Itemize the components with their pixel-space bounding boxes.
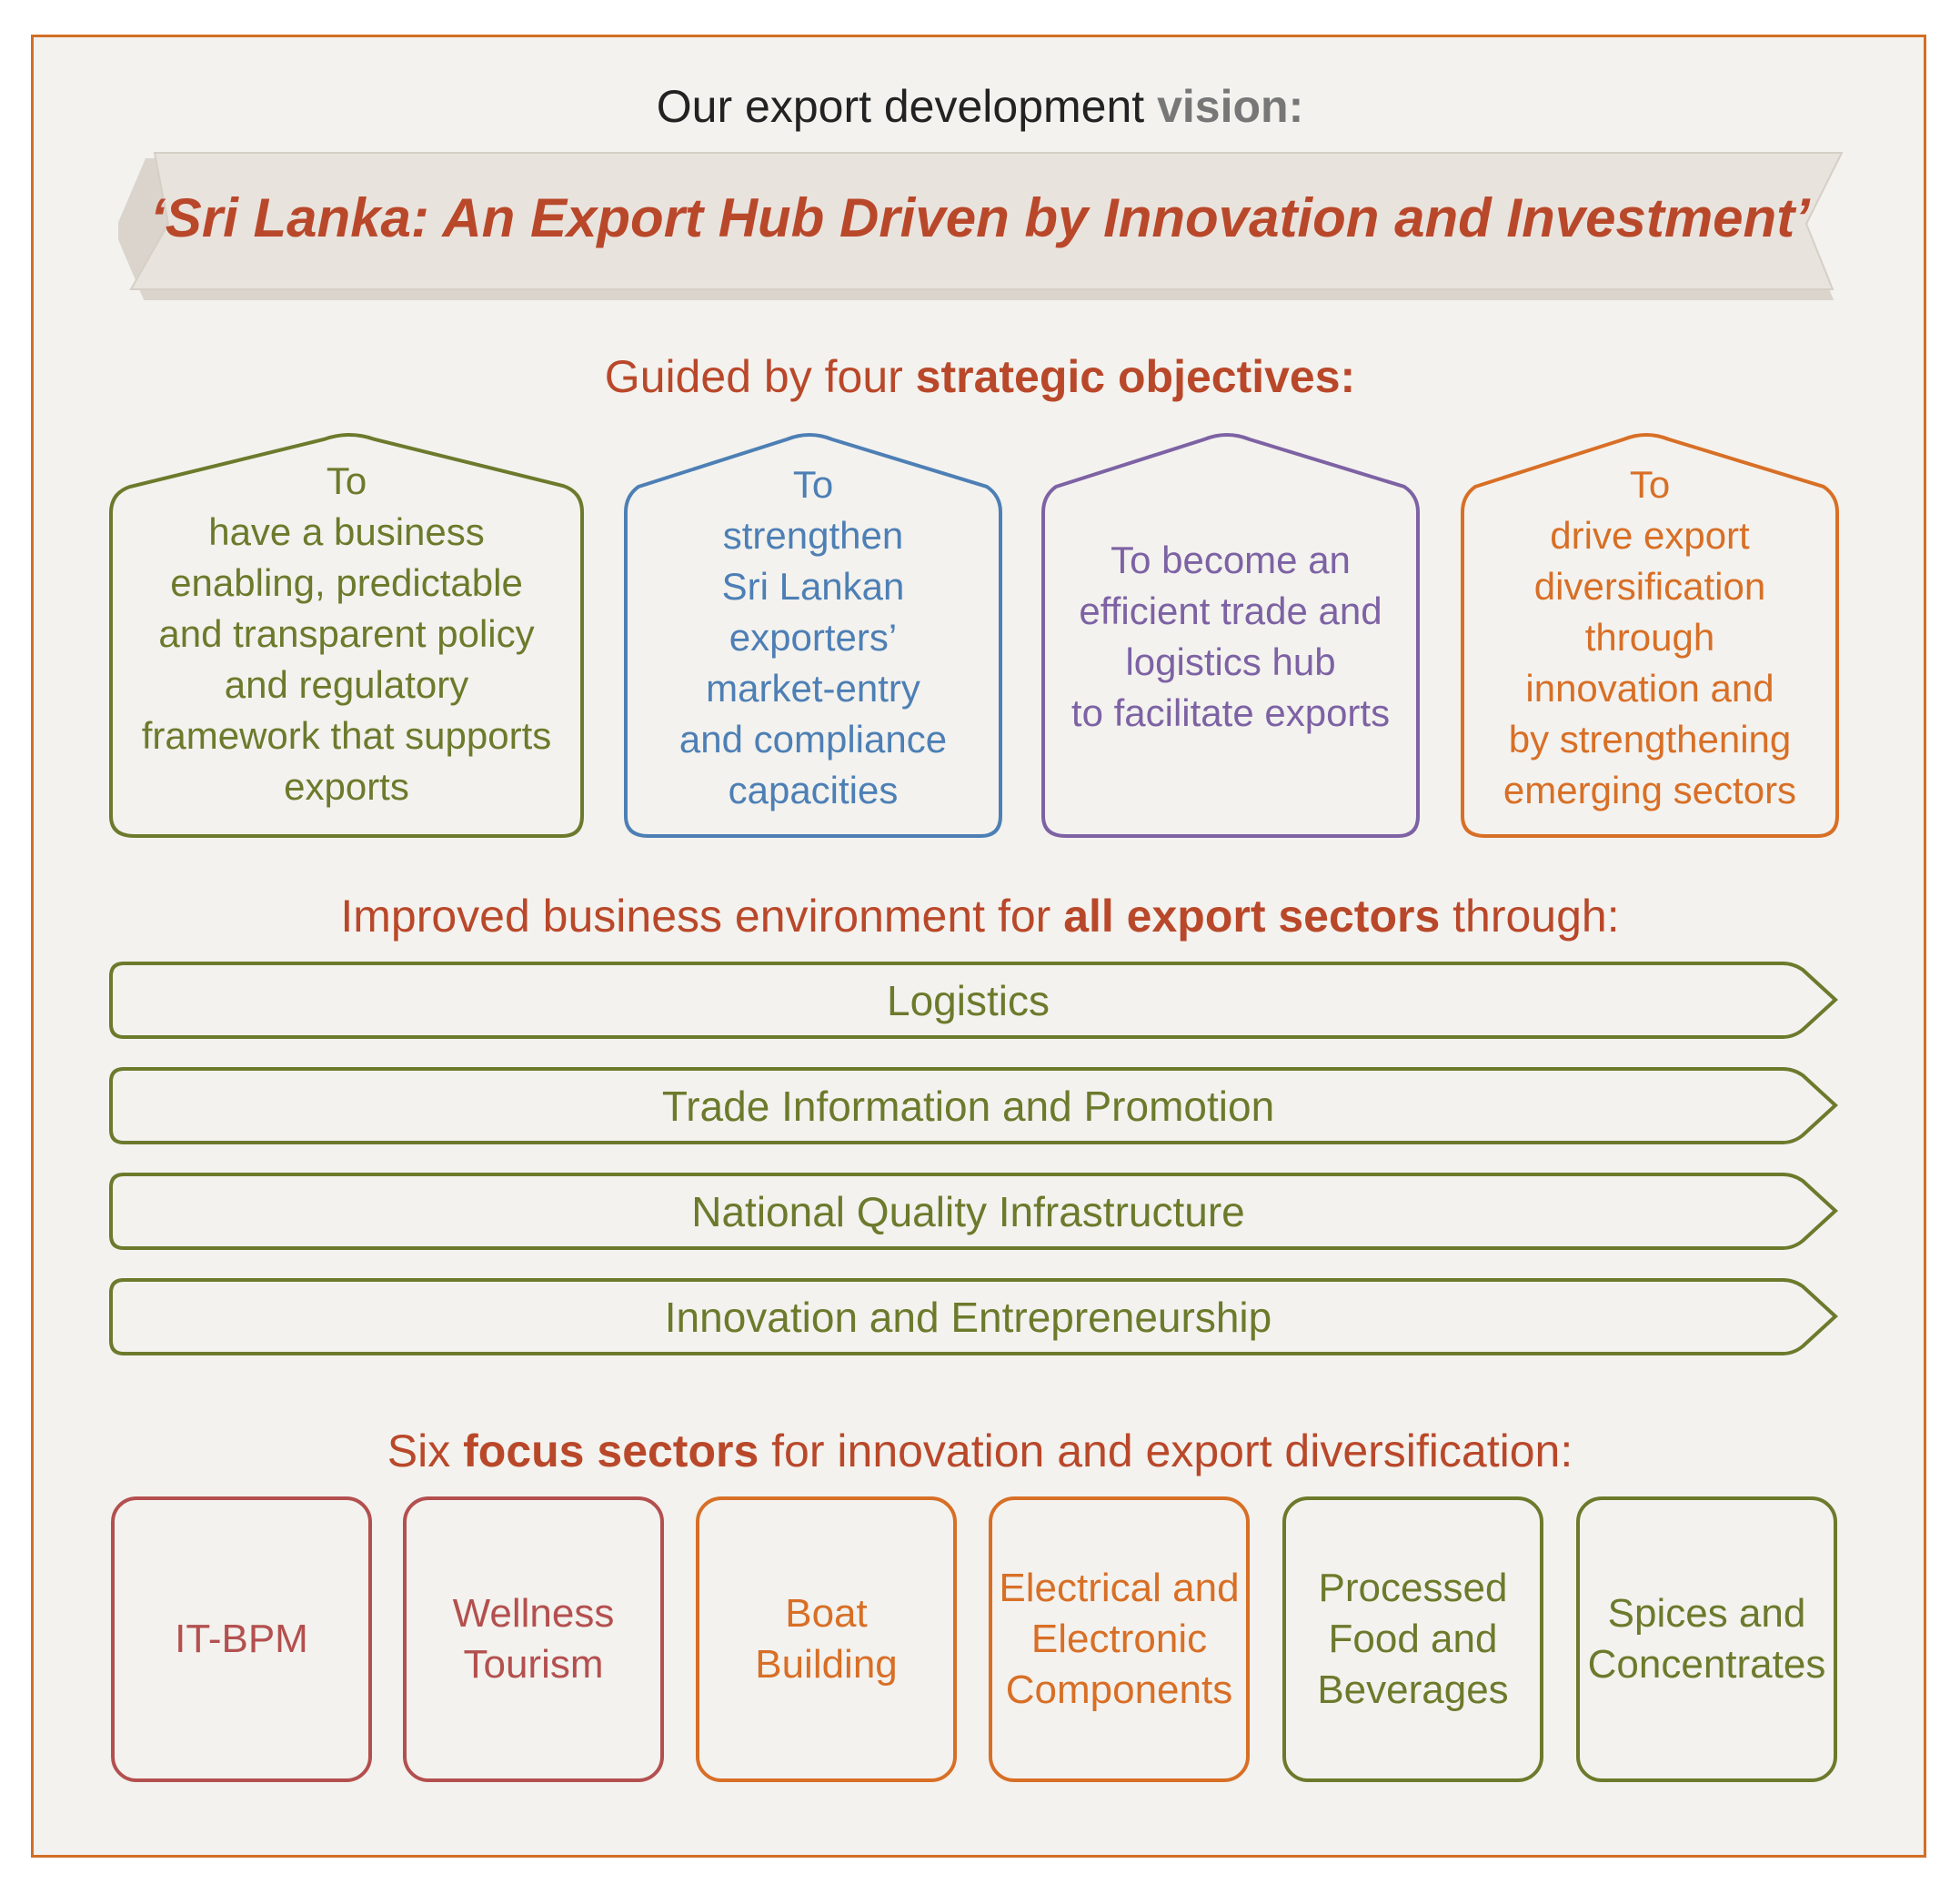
objective-text-1: To have a business enabling, predictable… <box>116 452 577 816</box>
objective-2-line: Sri Lankan <box>721 565 905 608</box>
logistics-label: Logistics <box>887 977 1050 1024</box>
objective-4-line: through <box>1584 616 1715 659</box>
sectors-heading-end: for innovation and export diversificatio… <box>759 1426 1573 1476</box>
sector-line: Components <box>1005 1667 1233 1712</box>
sectors-heading-text: Six <box>387 1426 464 1476</box>
objectives-heading-emphasis: strategic objectives: <box>915 351 1356 402</box>
objective-1-line: framework that supports <box>141 714 552 757</box>
sector-line: Food and <box>1328 1617 1498 1661</box>
sector-line: Wellness <box>452 1591 615 1636</box>
objective-3-line: efficient trade and <box>1079 589 1382 632</box>
objective-1-line: and transparent policy <box>158 612 535 655</box>
vision-heading: Our export development vision: <box>0 80 1960 133</box>
sector-spices-concentrates: Spices and Concentrates <box>1576 1496 1837 1782</box>
sector-line: Electronic <box>1030 1617 1208 1661</box>
objective-2-line: To <box>792 463 834 506</box>
objective-2-line: exporters’ <box>729 616 898 659</box>
objective-1-line: have a business <box>208 510 485 553</box>
objective-1-line: and regulatory <box>224 663 469 706</box>
objectives-heading: Guided by four strategic objectives: <box>0 350 1960 403</box>
sector-processed-food: Processed Food and Beverages <box>1282 1496 1543 1782</box>
trade-information-label: Trade Information and Promotion <box>661 1083 1275 1130</box>
sector-boat-building: Boat Building <box>696 1496 957 1782</box>
sector-line: Building <box>755 1642 898 1687</box>
sectors-heading-emphasis: focus sectors <box>463 1426 759 1476</box>
objective-3-line: to facilitate exports <box>1070 691 1391 734</box>
sector-electrical-electronic: Electrical and Electronic Components <box>989 1496 1250 1782</box>
objective-4-line: innovation and <box>1525 667 1774 710</box>
sectors-heading: Six focus sectors for innovation and exp… <box>0 1425 1960 1477</box>
sector-line: Electrical and <box>999 1566 1240 1610</box>
vision-banner <box>118 152 1844 300</box>
vision-intro: Our export development <box>656 81 1158 132</box>
objective-2-line: strengthen <box>722 514 904 557</box>
sector-wellness-tourism: Wellness Tourism <box>403 1496 664 1782</box>
sector-line: Tourism <box>463 1642 604 1687</box>
objective-3-line: logistics hub <box>1125 640 1336 683</box>
sector-it-bpm: IT-BPM <box>111 1496 372 1782</box>
objective-1-line: enabling, predictable <box>170 561 523 604</box>
objective-2-line: market-entry <box>706 667 920 710</box>
objective-4-line: drive export <box>1550 514 1750 557</box>
objective-4-line: by strengthening <box>1508 718 1792 761</box>
objective-4-line: emerging sectors <box>1503 769 1797 811</box>
objective-text-4: To drive export diversification through … <box>1468 456 1832 820</box>
vision-intro-emphasis: vision <box>1157 81 1289 132</box>
innovation-label: Innovation and Entrepreneurship <box>664 1294 1272 1341</box>
vision-intro-end: : <box>1288 81 1304 132</box>
sector-line: Spices and <box>1607 1591 1806 1636</box>
objective-4-line: diversification <box>1533 565 1766 608</box>
quality-infrastructure-label: National Quality Infrastructure <box>691 1188 1245 1235</box>
objectives-heading-text: Guided by four <box>604 351 916 402</box>
sector-line: IT-BPM <box>175 1617 308 1661</box>
objective-2-line: and compliance <box>678 718 948 761</box>
sector-line: Processed <box>1318 1566 1508 1610</box>
infographic-frame <box>31 35 1926 1858</box>
environment-heading-text: Improved business environment for <box>340 891 1064 942</box>
objective-3-line: To become an <box>1111 539 1351 581</box>
sector-line: Concentrates <box>1587 1642 1826 1687</box>
environment-heading-end: through: <box>1440 891 1620 942</box>
vision-statement: ‘Sri Lanka: An Export Hub Driven by Inno… <box>150 187 1810 248</box>
objective-1-line: exports <box>284 765 409 808</box>
objective-4-line: To <box>1629 463 1671 506</box>
environment-heading: Improved business environment for all ex… <box>0 890 1960 942</box>
objective-2-line: capacities <box>728 769 899 811</box>
sector-line: Boat <box>785 1591 868 1636</box>
objective-text-2: To strengthen Sri Lankan exporters’ mark… <box>631 456 995 820</box>
objective-1-line: To <box>326 459 367 502</box>
objective-text-3: To become an efficient trade and logisti… <box>1049 532 1412 741</box>
sector-line: Beverages <box>1317 1667 1509 1712</box>
environment-heading-emphasis: all export sectors <box>1063 891 1441 942</box>
